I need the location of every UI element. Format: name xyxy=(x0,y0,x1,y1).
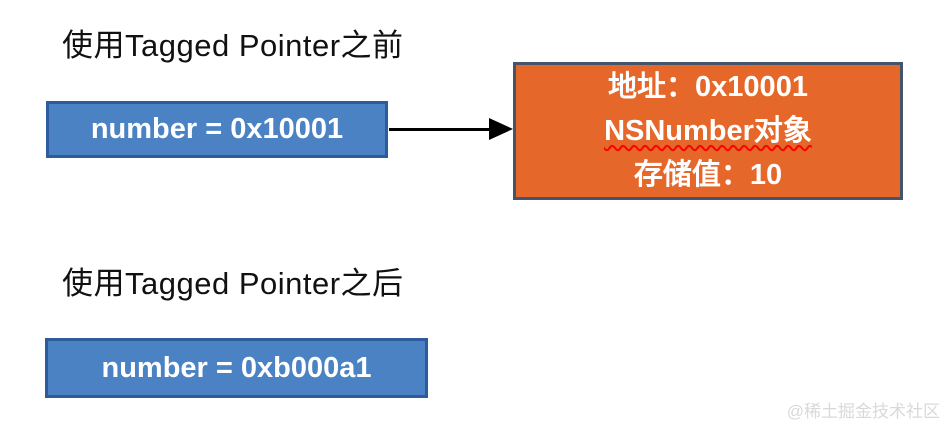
nsnumber-object-box: 地址：0x10001 NSNumber对象 存储值：10 xyxy=(513,62,903,200)
arrow-right-icon xyxy=(389,128,493,131)
pointer-value-after: number = 0xb000a1 xyxy=(101,351,372,384)
object-address-line: 地址：0x10001 xyxy=(608,70,808,103)
pointer-value-before: number = 0x10001 xyxy=(90,113,344,145)
arrow-right-head-icon xyxy=(489,118,513,140)
pointer-box-after: number = 0xb000a1 xyxy=(45,338,428,398)
section-title-before: 使用Tagged Pointer之前 xyxy=(62,28,404,63)
pointer-box-before: number = 0x10001 xyxy=(46,101,388,158)
watermark: @稀土掘金技术社区 xyxy=(786,402,940,421)
object-type-line: NSNumber对象 xyxy=(604,114,812,147)
object-value-line: 存储值：10 xyxy=(633,158,783,191)
section-title-after: 使用Tagged Pointer之后 xyxy=(62,266,404,301)
